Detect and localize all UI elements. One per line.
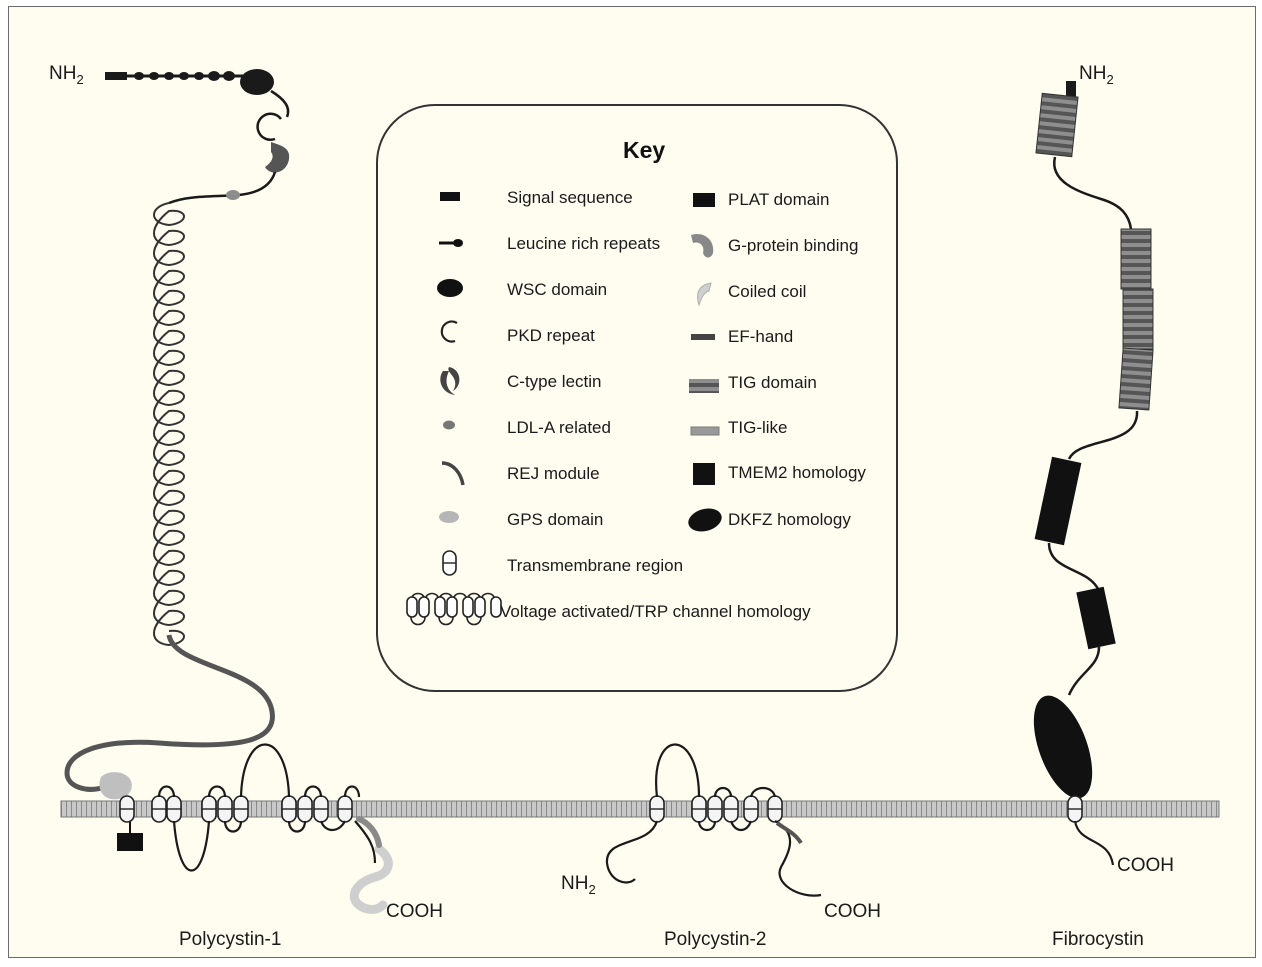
wsc-domain: [240, 69, 274, 95]
polycystin-2: NH2 COOH Polycystin-2: [561, 743, 881, 950]
pkd-repeat-icon: [440, 320, 458, 343]
polycystin-1: NH2 COOH Polycystin-1: [49, 63, 443, 950]
fibro-n-terminus: NH2: [1079, 63, 1114, 87]
pc1-c-terminus: COOH: [386, 901, 443, 922]
leucine-rich-repeats-icon: [439, 239, 463, 247]
tmem2-homology-1: [1034, 456, 1082, 546]
key-label-ef-hand: EF-hand: [728, 327, 793, 346]
pc2-c-terminus: COOH: [824, 901, 881, 922]
g-protein-binding-icon: [691, 233, 714, 258]
c-type-lectin: [265, 142, 290, 173]
tig-domain-cluster: [1118, 228, 1154, 411]
leucine-rich-repeats: [134, 71, 235, 81]
protein-diagram: NH2 COOH Polycystin-1 NH2 COOH Polycysti: [9, 7, 1255, 957]
key-label-gps-domain: GPS domain: [507, 510, 603, 529]
coiled-coil-icon: [697, 282, 712, 307]
coiled-coil: [349, 844, 393, 914]
fibro-signal-sequence: [1066, 81, 1076, 97]
fibro-c-terminus: COOH: [1117, 855, 1174, 876]
gps-domain-icon: [439, 511, 459, 523]
signal-sequence: [105, 72, 127, 80]
pkd-repeat: [256, 112, 283, 141]
ldl-a-related: [226, 190, 240, 200]
key-label-pkd-repeat: PKD repeat: [507, 326, 595, 345]
pc2-extracellular-loop: [655, 743, 701, 798]
tmem2-homology-icon: [693, 463, 715, 485]
ldl-a-related-icon: [443, 420, 455, 430]
pkd-repeat-coil: [153, 202, 185, 647]
key-label-ldl-a-related: LDL-A related: [507, 418, 611, 437]
wsc-domain-icon: [437, 279, 463, 297]
pc1-n-terminus: NH2: [49, 63, 84, 87]
plat-domain: [117, 833, 143, 851]
key-label-wsc-domain: WSC domain: [507, 280, 607, 299]
trp-channel-homology-icon: [406, 592, 502, 626]
gps-domain: [99, 772, 132, 800]
key-label-trp-channel-homology: Voltage activated/TRP channel homology: [500, 602, 811, 621]
key-label-coiled-coil: Coiled coil: [728, 282, 806, 301]
signal-sequence-icon: [440, 192, 460, 201]
pc2-name: Polycystin-2: [664, 929, 766, 950]
dkfz-homology-icon: [688, 508, 722, 532]
key-label-tig-like: TIG-like: [728, 418, 788, 437]
pc1-transmembrane-helices: [119, 795, 353, 823]
rej-module: [64, 634, 275, 792]
key-label-signal-sequence: Signal sequence: [507, 188, 633, 207]
tmem2-homology-2: [1076, 586, 1116, 650]
key-label-dkfz-homology: DKFZ homology: [728, 510, 851, 529]
key-box: Key Signal sequence Leuc: [376, 104, 898, 692]
pc1-name: Polycystin-1: [179, 929, 281, 950]
tig-like-icon: [690, 426, 720, 436]
key-label-tig-domain: TIG domain: [728, 373, 817, 392]
figure-frame: NH2 COOH Polycystin-1 NH2 COOH Polycysti: [8, 6, 1256, 958]
transmembrane-region-icon: [442, 550, 457, 576]
ef-hand-icon: [691, 334, 715, 340]
key-label-leucine-rich-repeats: Leucine rich repeats: [507, 234, 660, 253]
key-label-tmem2-homology: TMEM2 homology: [728, 463, 866, 482]
key-label-transmembrane-region: Transmembrane region: [507, 556, 683, 575]
key-label-plat-domain: PLAT domain: [728, 190, 829, 209]
fibrocystin: NH2 COOH Fibrocystin: [1033, 63, 1174, 950]
dkfz-homology: [1033, 695, 1093, 799]
key-title: Key: [623, 137, 665, 163]
ef-hand: [775, 821, 803, 845]
key-label-g-protein-binding: G-protein binding: [728, 236, 858, 255]
plat-domain-icon: [693, 193, 715, 207]
rej-module-icon: [441, 461, 465, 486]
tig-domain-icon: [689, 379, 719, 393]
key-label-rej-module: REJ module: [507, 464, 600, 483]
fibro-name: Fibrocystin: [1052, 929, 1144, 950]
tig-domain-1: [1035, 92, 1079, 158]
fibro-c-tail: [1073, 820, 1115, 866]
g-protein-binding: [356, 816, 382, 848]
c-type-lectin-icon: [440, 367, 460, 395]
pc2-n-tail: [605, 820, 659, 884]
key-label-c-type-lectin: C-type lectin: [507, 372, 601, 391]
pc2-c-tail: [774, 820, 822, 897]
pc2-n-terminus: NH2: [561, 873, 596, 897]
